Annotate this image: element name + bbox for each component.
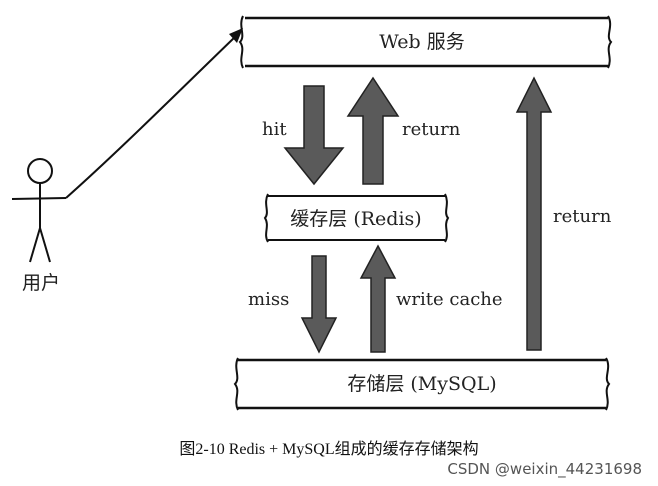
return-arrow-top: return [346,76,461,185]
figure-caption: 图2-10 Redis + MySQL组成的缓存存储架构 [179,440,478,458]
write-cache-label: write cache [396,289,503,310]
return-arrow-right: return [515,76,612,351]
web-service-label: Web 服务 [379,31,464,53]
user-label: 用户 [22,272,60,294]
miss-arrow: miss [248,255,338,354]
user-to-web-arrow [65,28,243,199]
hit-label: hit [262,119,287,140]
write-cache-arrow: write cache [359,244,503,353]
cache-layer-box: 缓存层 (Redis) [263,193,450,243]
watermark: CSDN @weixin_44231698 [447,460,642,479]
miss-label: miss [248,289,289,310]
storage-layer-label: 存储层 (MySQL) [347,373,496,395]
return-right-label: return [553,206,612,227]
user-head [27,158,53,184]
return-top-label: return [402,119,461,140]
cache-layer-label: 缓存层 (Redis) [290,208,421,230]
user-figure: 用户 [11,158,67,294]
web-service-box: Web 服务 [238,15,613,69]
hit-arrow: hit [262,85,345,186]
storage-layer-box: 存储层 (MySQL) [233,357,611,411]
